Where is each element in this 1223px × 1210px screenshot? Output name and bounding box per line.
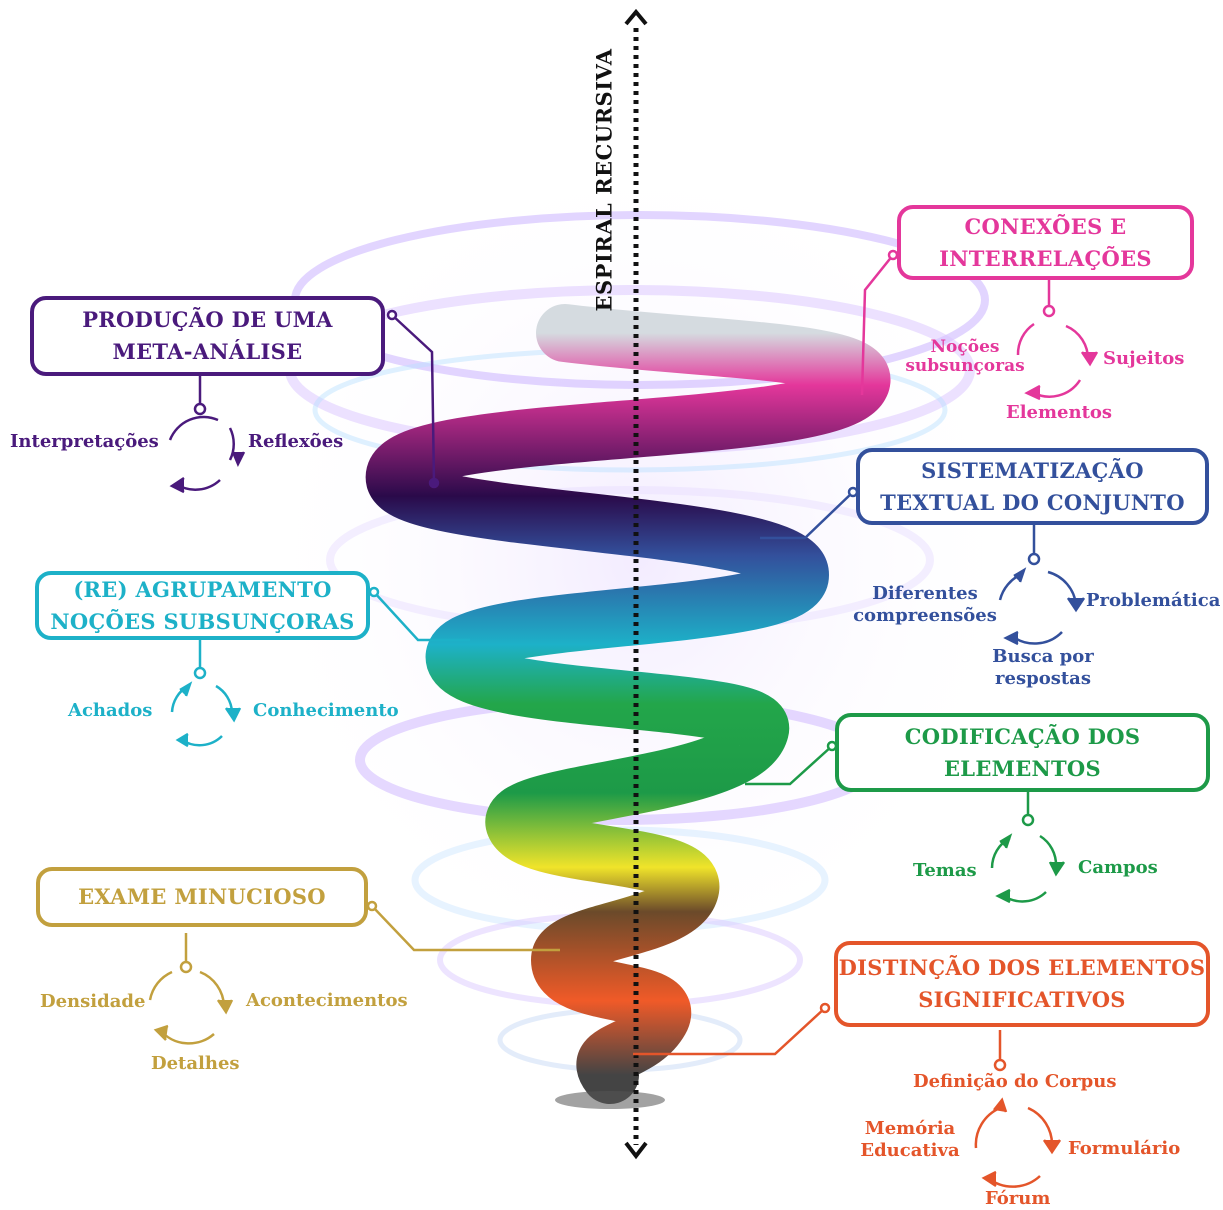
label-memoria-1: Memória [864, 1118, 956, 1139]
cycle-exame [148, 933, 234, 1045]
stage-meta-box: PRODUÇÃO DE UMA META-ANÁLISE [30, 296, 385, 376]
label-busca-1: Busca por [992, 646, 1094, 667]
label-busca: Busca por respostas [980, 646, 1106, 690]
label-densidade: Densidade [40, 991, 146, 1012]
label-diferentes: Diferentes compreensões [850, 583, 1000, 627]
label-diferentes-1: Diferentes [872, 583, 978, 604]
label-busca-2: respostas [995, 668, 1091, 689]
cycle-conexoes [1016, 280, 1099, 401]
label-interpretacoes: Interpretações [10, 431, 159, 452]
stage-codificacao-title-2: ELEMENTOS [943, 755, 1101, 781]
label-nocoes: Noções subsunçoras [900, 338, 1030, 376]
label-problematica: Problemática [1086, 590, 1221, 611]
label-diferentes-2: compreensões [853, 605, 997, 626]
label-memoria: Memória Educativa [855, 1118, 965, 1162]
cycle-distincao [974, 1030, 1062, 1188]
label-acontecimentos: Acontecimentos [246, 990, 408, 1011]
stage-codificacao-box: CODIFICAÇÃO DOS ELEMENTOS [835, 713, 1210, 792]
label-temas: Temas [913, 860, 977, 881]
helix [366, 304, 890, 1104]
cycle-codificacao [990, 792, 1066, 904]
stage-conexoes-title-2: INTERRELAÇÕES [939, 245, 1152, 271]
stage-exame-box: EXAME MINUCIOSO [36, 867, 368, 927]
label-memoria-2: Educativa [860, 1140, 960, 1161]
label-sujeitos: Sujeitos [1103, 348, 1185, 369]
stage-conexoes-box: CONEXÕES E INTERRELAÇÕES [897, 205, 1194, 280]
label-definicao: Definição do Corpus [913, 1071, 1117, 1092]
stage-meta-title-1: PRODUÇÃO DE UMA [82, 307, 333, 332]
stage-codificacao-title-1: CODIFICAÇÃO DOS [904, 723, 1141, 749]
stage-meta-title-2: META-ANÁLISE [112, 339, 303, 364]
cycle-agrupamento [170, 640, 242, 748]
stage-conexoes-title-1: CONEXÕES E [964, 213, 1127, 239]
label-campos: Campos [1078, 857, 1158, 878]
label-nocoes-1: Noções [930, 337, 1000, 357]
label-achados: Achados [68, 700, 153, 721]
stage-distincao-title-1: DISTINÇÃO DOS ELEMENTOS [838, 955, 1206, 980]
stage-exame-title-1: EXAME MINUCIOSO [78, 884, 326, 909]
stage-distincao-title-2: SIGNIFICATIVOS [918, 987, 1126, 1012]
axis [624, 8, 648, 1160]
helix-shadow [555, 1091, 665, 1109]
cycle-sistematizacao [998, 525, 1086, 646]
stage-distincao-box: DISTINÇÃO DOS ELEMENTOS SIGNIFICATIVOS [834, 941, 1210, 1027]
label-forum: Fórum [985, 1188, 1051, 1209]
label-elementos: Elementos [1006, 402, 1113, 423]
connectors [366, 249, 899, 1056]
label-formulario: Formulário [1068, 1138, 1181, 1159]
stage-sistematizacao-title-2: TEXTUAL DO CONJUNTO [880, 489, 1185, 515]
stage-agrupamento-title-1: (RE) AGRUPAMENTO [73, 576, 332, 602]
label-conhecimento: Conhecimento [253, 700, 399, 721]
label-detalhes: Detalhes [151, 1053, 240, 1074]
stage-sistematizacao-title-1: SISTEMATIZAÇÃO [921, 457, 1144, 483]
stage-agrupamento-title-2: NOÇÕES SUBSUNÇORAS [50, 608, 355, 634]
label-reflexoes: Reflexões [248, 431, 344, 452]
cycle-meta [168, 376, 246, 494]
stage-agrupamento-box: (RE) AGRUPAMENTO NOÇÕES SUBSUNÇORAS [35, 571, 370, 640]
axis-label: ESPIRAL RECURSIVA [591, 48, 617, 312]
label-nocoes-2: subsunçoras [905, 356, 1025, 376]
stage-sistematizacao-box: SISTEMATIZAÇÃO TEXTUAL DO CONJUNTO [856, 448, 1209, 525]
